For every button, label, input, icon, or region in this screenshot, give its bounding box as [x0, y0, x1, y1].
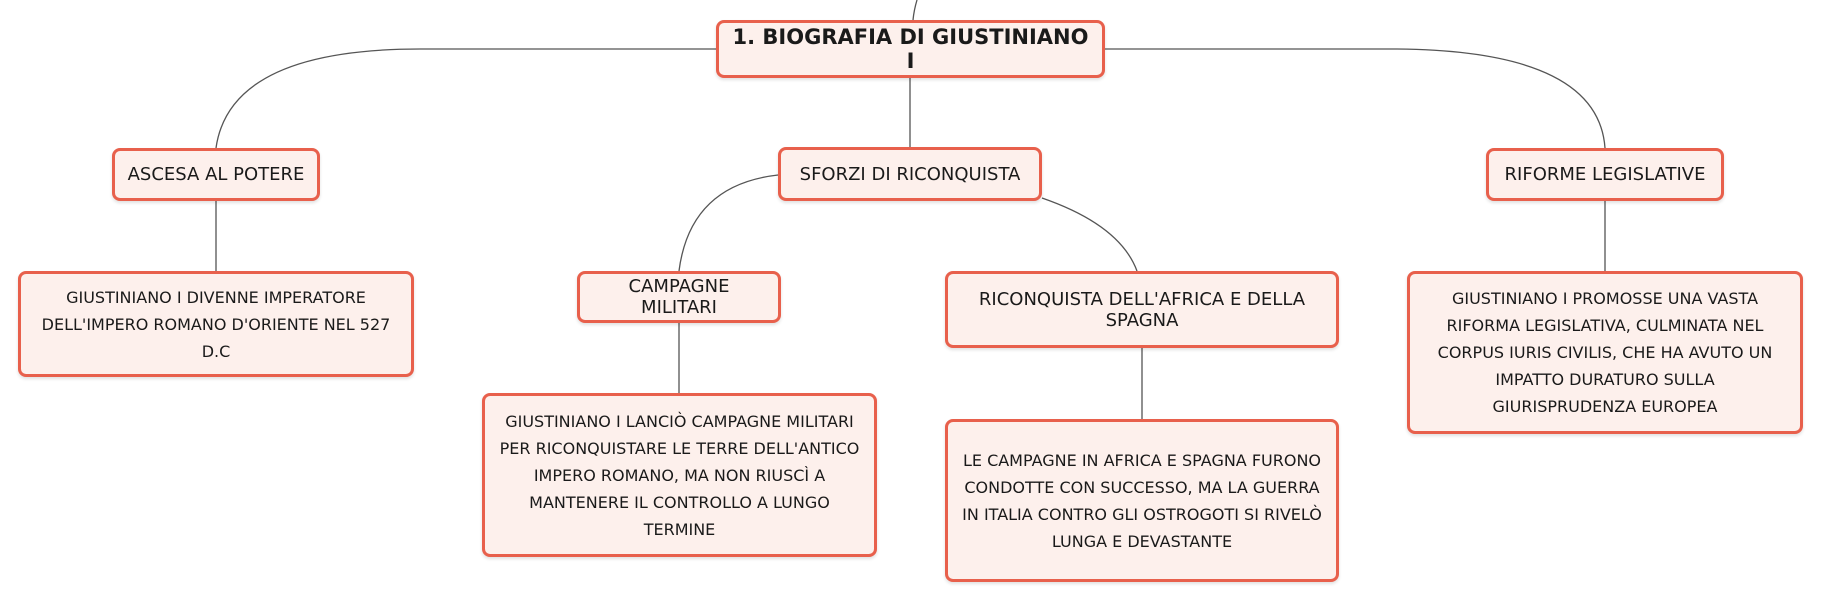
node-campagne-militari-label: CAMPAGNE MILITARI [628, 276, 730, 318]
node-africa-detail-text: LE CAMPAGNE IN AFRICA E SPAGNA FURONO CO… [962, 450, 1322, 551]
node-riconquista-africa-spagna[interactable]: RICONQUISTA DELL'AFRICA E DELLA SPAGNA [945, 271, 1339, 348]
node-riforme-detail[interactable]: GIUSTINIANO I PROMOSSE UNA VASTA RIFORMA… [1407, 271, 1803, 434]
connector-top-stub [912, 0, 918, 21]
connector-sforzi-campagne [678, 174, 779, 272]
node-riforme-detail-text: GIUSTINIANO I PROMOSSE UNA VASTA RIFORMA… [1437, 289, 1773, 416]
node-riconquista-africa-spagna-label: RICONQUISTA DELL'AFRICA E DELLA SPAGNA [978, 288, 1306, 331]
node-ascesa-al-potere-label: ASCESA AL POTERE [127, 164, 305, 185]
root-node-label: 1. BIOGRAFIA DI GIUSTINIANO I [732, 25, 1089, 73]
node-sforzi-di-riconquista[interactable]: SFORZI DI RICONQUISTA [778, 147, 1042, 201]
node-ascesa-detail[interactable]: GIUSTINIANO I DIVENNE IMPERATORE DELL'IM… [18, 271, 414, 377]
connector-root-riforme [1105, 48, 1606, 149]
node-africa-detail[interactable]: LE CAMPAGNE IN AFRICA E SPAGNA FURONO CO… [945, 419, 1339, 582]
connector-root-ascesa [215, 48, 716, 149]
root-node[interactable]: 1. BIOGRAFIA DI GIUSTINIANO I [716, 20, 1105, 78]
node-riforme-legislative-label: RIFORME LEGISLATIVE [1504, 164, 1706, 185]
node-ascesa-al-potere[interactable]: ASCESA AL POTERE [112, 148, 320, 201]
connector-sforzi-africa [1041, 197, 1138, 272]
node-ascesa-detail-text: GIUSTINIANO I DIVENNE IMPERATORE DELL'IM… [41, 287, 391, 361]
node-campagne-detail-text: GIUSTINIANO I LANCIÒ CAMPAGNE MILITARI P… [499, 411, 860, 539]
node-riforme-legislative[interactable]: RIFORME LEGISLATIVE [1486, 148, 1724, 201]
node-sforzi-di-riconquista-label: SFORZI DI RICONQUISTA [799, 163, 1021, 185]
node-campagne-militari[interactable]: CAMPAGNE MILITARI [577, 271, 781, 323]
node-campagne-detail[interactable]: GIUSTINIANO I LANCIÒ CAMPAGNE MILITARI P… [482, 393, 877, 557]
